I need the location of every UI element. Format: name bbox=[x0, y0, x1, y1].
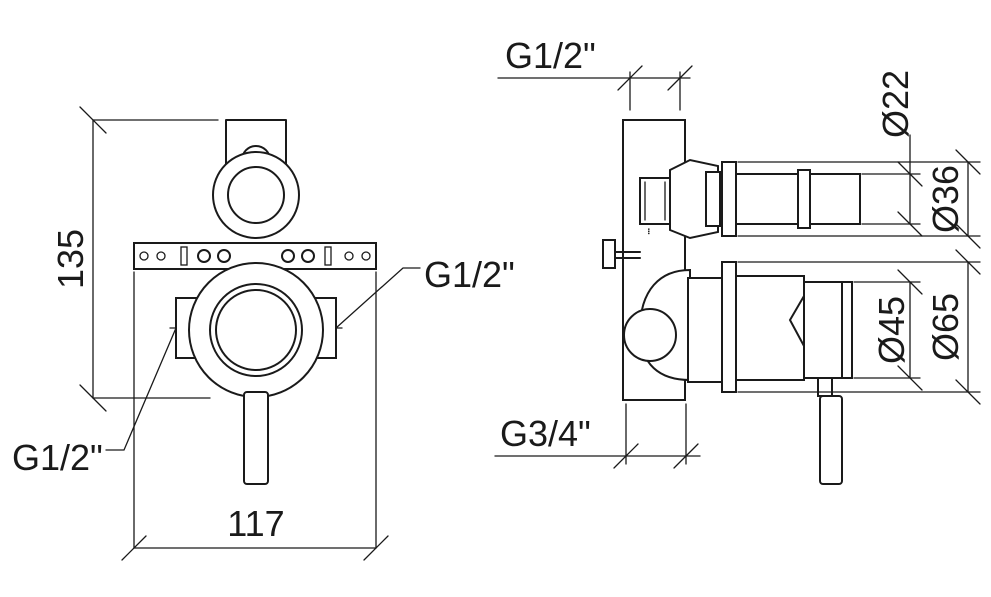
lower-handle-cap bbox=[803, 281, 843, 379]
tick bbox=[617, 65, 643, 91]
bracket-slot bbox=[324, 246, 332, 266]
d45-label: Ø45 bbox=[871, 296, 912, 364]
tick bbox=[363, 535, 389, 561]
upper-spout-ring bbox=[797, 169, 811, 229]
width-dim-label: 117 bbox=[227, 503, 284, 544]
tick bbox=[613, 443, 639, 469]
bracket-hole bbox=[156, 251, 166, 261]
bracket-screw bbox=[197, 249, 211, 263]
side-lever bbox=[819, 395, 843, 485]
front-view bbox=[133, 119, 377, 485]
lower-flange bbox=[721, 261, 737, 393]
tick bbox=[955, 379, 981, 405]
tick bbox=[955, 149, 981, 175]
top-outlet-ring bbox=[212, 151, 300, 239]
top-outlet-bore bbox=[227, 166, 285, 224]
tick bbox=[955, 223, 981, 249]
bracket-hole bbox=[139, 251, 149, 261]
lever-joint bbox=[817, 377, 833, 397]
lower-knob bbox=[623, 308, 677, 362]
tick bbox=[79, 384, 107, 412]
tick bbox=[897, 365, 923, 391]
tick bbox=[897, 211, 923, 237]
right-inlet-leader bbox=[335, 267, 421, 329]
lower-neck bbox=[687, 277, 723, 383]
bracket-screw bbox=[281, 249, 295, 263]
main-body-ring bbox=[209, 283, 303, 377]
tick bbox=[667, 65, 693, 91]
left-inlet-leader bbox=[105, 327, 177, 451]
bracket-screw bbox=[217, 249, 231, 263]
upper-spout bbox=[735, 173, 799, 225]
upper-spout-end bbox=[809, 173, 861, 225]
lever-handle bbox=[243, 391, 269, 485]
tick bbox=[121, 535, 147, 561]
lower-handle-end bbox=[841, 281, 853, 379]
bracket-slot bbox=[180, 246, 188, 266]
d22-label: Ø22 bbox=[875, 70, 916, 138]
upper-thread-ring bbox=[705, 171, 721, 227]
height-dim-label: 135 bbox=[50, 229, 91, 289]
d36-label: Ø36 bbox=[925, 165, 966, 233]
tick bbox=[673, 443, 699, 469]
upper-flange bbox=[721, 161, 737, 237]
tick bbox=[79, 106, 107, 134]
left-inlet-label: G1/2" bbox=[12, 437, 103, 478]
bracket-screw bbox=[301, 249, 315, 263]
bottom-thread-label: G3/4" bbox=[500, 413, 591, 454]
tick bbox=[955, 249, 981, 275]
d65-label: Ø65 bbox=[925, 293, 966, 361]
bracket-hole bbox=[344, 251, 354, 261]
side-bracket-tab bbox=[602, 239, 616, 269]
bracket-holes bbox=[139, 246, 371, 266]
bracket-hole bbox=[361, 251, 371, 261]
main-body-bore bbox=[215, 289, 297, 371]
right-inlet-label: G1/2" bbox=[424, 254, 515, 295]
lower-handle-body bbox=[735, 275, 805, 381]
body-marking: ▪▪▪ bbox=[645, 228, 651, 234]
front-dimensions: 135 117 G1/2" G1/2" bbox=[12, 106, 515, 561]
tick bbox=[897, 269, 923, 295]
top-thread-label: G1/2" bbox=[505, 35, 596, 76]
side-view: ▪▪▪ bbox=[602, 119, 861, 485]
side-dimensions: G1/2" G3/4" Ø22 Ø36 bbox=[494, 35, 981, 469]
